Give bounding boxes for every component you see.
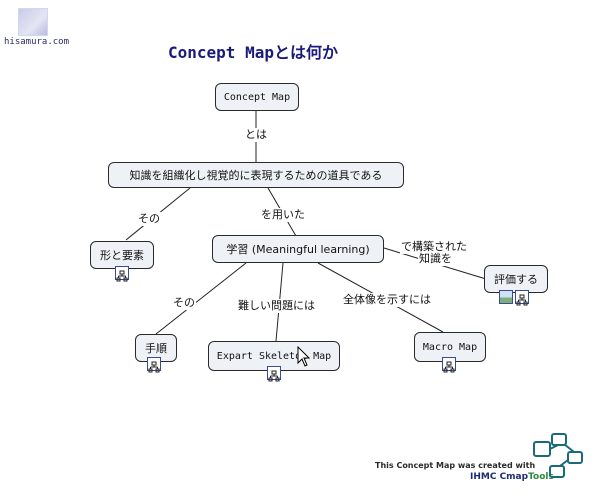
link-label-sono-shape[interactable]: その <box>137 212 161 226</box>
concept-node-tool-definition[interactable]: 知識を組織化し視覚的に表現するための道具である <box>108 162 404 188</box>
sub-map-icon[interactable] <box>442 357 456 373</box>
link-label-zentaizou[interactable]: 全体像を示すには <box>342 293 432 307</box>
link-label-chishiki-wo[interactable]: 知識を <box>418 252 453 266</box>
credit-brand-tools: Tools <box>528 472 554 482</box>
link-label-sono-procedure[interactable]: その <box>172 296 196 310</box>
concept-label: 知識を組織化し視覚的に表現するための道具である <box>129 169 383 182</box>
concept-node-learning[interactable]: 学習 (Meaningful learning) <box>212 235 384 263</box>
concept-node-concept-map[interactable]: Concept Map <box>215 83 299 111</box>
link-label-wo-mochiita[interactable]: を用いた <box>260 208 306 222</box>
concept-label: Expart Skeleton Map <box>216 350 332 362</box>
sub-map-icon[interactable] <box>147 357 161 373</box>
site-logo[interactable] <box>18 8 48 36</box>
credit-line: This Concept Map was created with <box>375 461 536 470</box>
credit-brand[interactable]: IHMC CmapTools <box>470 472 554 482</box>
cmaptools-logo-icon[interactable] <box>528 432 588 482</box>
sub-map-icon[interactable] <box>115 266 129 282</box>
mouse-cursor-icon <box>297 346 311 367</box>
concept-label: 形と要素 <box>100 249 144 262</box>
concept-label: 手順 <box>145 342 167 355</box>
link-label-de-kouchiku[interactable]: で構築された <box>400 240 468 254</box>
image-resource-icon[interactable] <box>499 290 513 304</box>
sub-map-icon[interactable] <box>267 366 281 382</box>
site-logo-text[interactable]: hisamura.com <box>4 37 70 47</box>
sub-map-icon[interactable] <box>515 290 529 306</box>
credit-brand-ihmc: IHMC Cmap <box>470 472 529 482</box>
concept-label: 評価する <box>494 273 538 286</box>
concept-label: 学習 (Meaningful learning) <box>226 243 370 256</box>
concept-label: Concept Map <box>223 91 291 103</box>
concept-node-evaluate[interactable]: 評価する <box>484 265 548 293</box>
page-title: Concept Mapとは何か <box>168 43 338 62</box>
link-label-towa[interactable]: とは <box>244 128 268 142</box>
concept-label: Macro Map <box>422 341 478 353</box>
concept-node-shape-elements[interactable]: 形と要素 <box>90 241 154 269</box>
link-label-muzukashii[interactable]: 難しい問題には <box>237 299 316 313</box>
